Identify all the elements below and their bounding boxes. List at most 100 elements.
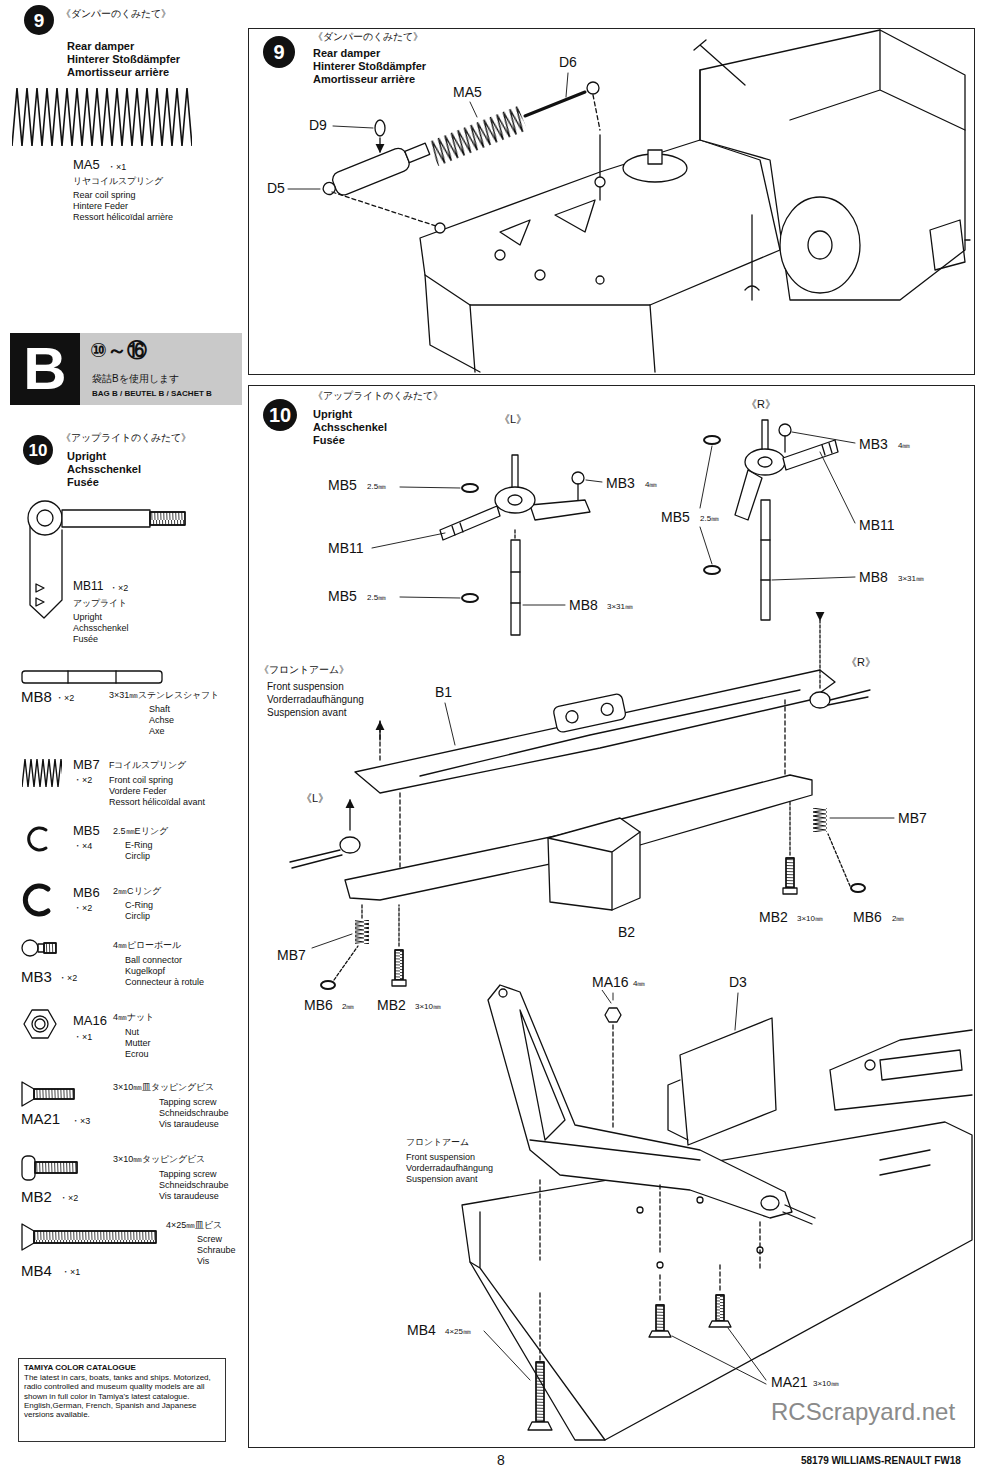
part-number: MA5 <box>72 158 101 173</box>
step-heading: Rear damper <box>66 40 135 53</box>
part-number: MB5 <box>327 588 358 604</box>
box-heading: 《アップライトのくみたて》 <box>313 390 443 402</box>
caption-text: Schraube <box>196 1245 237 1255</box>
step-heading: Fusée <box>66 476 100 489</box>
part-number: MB8 <box>20 688 53 705</box>
dimension: 3×10㎜ <box>414 1002 442 1011</box>
caption-text: 4㎜ピローボール <box>112 940 182 950</box>
part-number: MB6 <box>852 909 883 925</box>
dimension: 3×31㎜ <box>897 574 925 583</box>
quantity: ・×2 <box>72 775 93 785</box>
caption-text: Rear coil spring <box>72 190 137 200</box>
watermark: RCScrapyard.net <box>770 1398 956 1426</box>
dimension: 2㎜ <box>891 914 905 923</box>
step-panel: 《ダンパーのくみたて》Rear damperHinterer Stoßdämpf… <box>248 28 975 375</box>
caption-text: 《R》 <box>745 398 777 411</box>
part-number: MB8 <box>568 597 599 613</box>
dimension: 2.5㎜ <box>366 593 387 602</box>
part-number: MA5 <box>452 84 483 100</box>
caption-text: Schneidschraube <box>158 1180 230 1190</box>
caption-text: Vis taraudeuse <box>158 1119 220 1129</box>
dimension: 3×10㎜ <box>796 914 824 923</box>
part-number: MB5 <box>72 824 101 839</box>
caption-text: E-Ring <box>124 840 154 850</box>
dimension: 4㎜ <box>644 480 658 489</box>
caption-text: Fusée <box>72 634 99 644</box>
quantity: ・×2 <box>108 583 129 593</box>
caption-text: Hintere Feder <box>72 201 129 211</box>
caption-text: Schneidschraube <box>158 1108 230 1118</box>
caption-text: Shaft <box>148 704 171 714</box>
caption-text: Vorderradaufhängung <box>266 694 365 706</box>
part-number: MB11 <box>72 580 104 594</box>
dimension: 3×10㎜ <box>812 1379 840 1388</box>
dimension: 3×31㎜ <box>606 602 634 611</box>
step-number: 10 <box>269 405 291 425</box>
caption-text: 《フロントアーム》 <box>258 664 350 676</box>
caption-text: Tapping screw <box>158 1169 218 1179</box>
step-number: 9 <box>263 36 295 68</box>
part-number: D9 <box>308 117 328 133</box>
caption-text: Tapping screw <box>158 1097 218 1107</box>
step-number: 10 <box>29 442 48 459</box>
quantity: ・×1 <box>60 1267 81 1277</box>
caption-text: Vis <box>196 1256 210 1266</box>
caption-text: リヤコイルスプリング <box>72 176 164 186</box>
part-number: D6 <box>558 54 578 70</box>
caption-text: C-Ring <box>124 900 154 910</box>
bag-letter: B <box>23 339 66 399</box>
step-heading: Achsschenkel <box>66 463 142 476</box>
box-text: Hinterer Stoßdämpfer <box>313 60 426 73</box>
step-heading: Amortisseur arrière <box>66 66 170 79</box>
quantity: ・×2 <box>57 973 78 983</box>
bag-letter: B <box>10 333 80 405</box>
part-number: MB5 <box>660 509 691 525</box>
caption-text: Nut <box>124 1027 140 1037</box>
part-number: D5 <box>266 180 286 196</box>
caption-text: Suspension avant <box>266 707 348 719</box>
part-number: MB7 <box>276 947 307 963</box>
step-heading: Upright <box>66 450 107 463</box>
quantity: ・×3 <box>70 1116 91 1126</box>
part-number: MB6 <box>303 997 334 1013</box>
box-heading: TAMIYA COLOR CATALOGUE <box>24 1363 220 1372</box>
dimension: 2.5㎜ <box>366 482 387 491</box>
caption-text: 2.5㎜Eリング <box>112 826 169 836</box>
caption-text: Ressort hélicoïdal avant <box>108 797 206 807</box>
caption-text: 3×10㎜皿タッピングビス <box>112 1082 215 1092</box>
box-text: Amortisseur arrière <box>313 73 415 86</box>
part-number: MB3 <box>20 968 53 985</box>
kit-title: 58179 WILLIAMS-RENAULT FW18 <box>800 1455 962 1467</box>
caption-text: 《ダンパーのくみたて》 <box>60 8 172 20</box>
caption-text: アップライト <box>72 598 128 608</box>
caption-text: Ecrou <box>124 1049 150 1059</box>
dimension: 4×25㎜ <box>444 1327 472 1336</box>
part-number: MB2 <box>20 1188 53 1205</box>
caption-text: Mutter <box>124 1038 152 1048</box>
dimension: 2㎜ <box>341 1002 355 1011</box>
caption-text: フロントアーム <box>405 1137 470 1147</box>
step-number: 9 <box>34 11 45 30</box>
caption-text: 4㎜ナット <box>112 1012 155 1022</box>
part-number: MB7 <box>72 758 101 773</box>
caption-text: Front coil spring <box>108 775 174 785</box>
caption-text: 《アップライトのくみたて》 <box>60 432 192 444</box>
part-number: B1 <box>434 684 453 700</box>
box-text: 袋詰Bを使用します <box>92 373 179 385</box>
box-text: Achsschenkel <box>313 421 387 434</box>
part-number: MA21 <box>20 1110 61 1127</box>
quantity: ・×2 <box>58 1193 79 1203</box>
caption-text: 《L》 <box>498 413 528 426</box>
caption-text: Screw <box>196 1234 223 1244</box>
dimension: 2.5㎜ <box>699 514 720 523</box>
caption-text: Kugelkopf <box>124 966 166 976</box>
part-number: D3 <box>728 974 748 990</box>
part-number: MB2 <box>376 997 407 1013</box>
part-number: MB5 <box>327 477 358 493</box>
caption-text: Suspension avant <box>405 1174 479 1184</box>
box-text: Fusée <box>313 434 345 447</box>
part-number: MB3 <box>858 436 889 452</box>
catalogue-box: TAMIYA COLOR CATALOGUEThe latest in cars… <box>18 1358 226 1442</box>
caption-text: Upright <box>72 612 103 622</box>
caption-text: Axe <box>148 726 166 736</box>
